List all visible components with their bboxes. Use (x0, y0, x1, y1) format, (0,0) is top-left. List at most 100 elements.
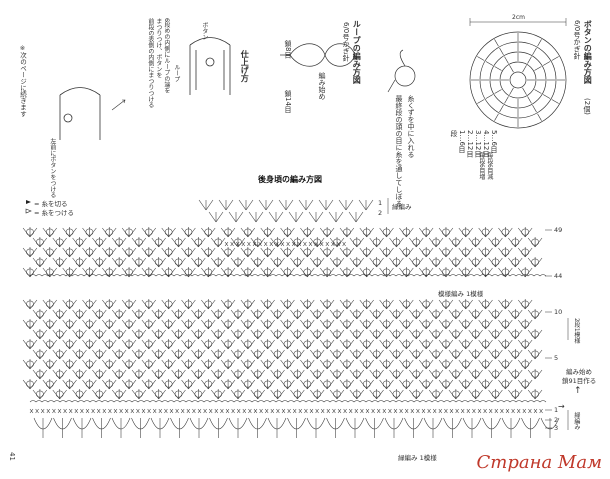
shell-stitch (339, 339, 355, 350)
shell-stitch (280, 339, 295, 350)
shell-stitch (359, 299, 374, 310)
button-stitch (494, 66, 502, 71)
bottom-edge-label: 緑編み 1模様 (398, 454, 437, 462)
button-stitch (532, 47, 537, 56)
shell-stitch (508, 349, 523, 360)
shell-stitch (62, 359, 77, 370)
button-stitch (534, 89, 542, 94)
top-edge-label: 緑編み (392, 203, 412, 211)
shell-stitch (171, 329, 186, 340)
shell-stitch (92, 389, 107, 400)
shell-stitch (191, 369, 206, 380)
shell-stitch (121, 227, 137, 238)
button-stitch (542, 94, 551, 99)
shell-stitch (240, 299, 256, 310)
shell-stitch (42, 379, 57, 390)
shell-stitch (428, 369, 444, 380)
shell-stitch (151, 237, 166, 248)
shell-stitch (508, 257, 523, 268)
shell-stitch (280, 319, 295, 330)
shell-stitch (468, 369, 483, 380)
shell-stitch (319, 319, 335, 330)
shell-stitch (399, 339, 414, 350)
shell-stitch (270, 349, 285, 360)
shell-stitch (399, 359, 414, 370)
button-round-4: 4…12目 (482, 130, 491, 158)
shell-stitch (369, 389, 384, 400)
next-page-note: ※次のページに続きます (18, 44, 27, 117)
shell-stitch (329, 369, 345, 380)
shell-stitch (161, 319, 176, 330)
loop-chart-title: ループの編み方図 (352, 20, 362, 84)
button-ring-1 (509, 71, 527, 89)
shell-stitch (349, 349, 364, 360)
shell-stitch (428, 389, 444, 400)
shell-stitch (458, 267, 473, 278)
button-stitch (504, 56, 509, 64)
loop-row-start: 鎖8目 (284, 40, 293, 59)
shell-stitch (250, 257, 265, 268)
shell-stitch (458, 359, 473, 370)
shell-stitch (438, 379, 454, 390)
shell-stitch (399, 227, 414, 238)
shell-stitch (527, 329, 543, 340)
shell-stitch (230, 389, 246, 400)
shell-stitch (141, 379, 156, 390)
shell-stitch (438, 227, 454, 238)
shell-stitch (102, 247, 117, 258)
shell-stitch (161, 379, 176, 390)
shell-stitch (319, 299, 335, 310)
shell-stitch (310, 389, 325, 400)
button-stitch (494, 89, 502, 94)
shell-stitch (220, 247, 236, 258)
shell-stitch (141, 359, 156, 370)
button-stitch (537, 113, 542, 121)
shell-stitch (399, 379, 414, 390)
shell-stitch (220, 319, 236, 330)
site-watermark: Страна Мам (476, 452, 603, 473)
back-body-chart (22, 199, 560, 438)
shell-stitch (448, 349, 464, 360)
shell-stitch (102, 359, 117, 370)
shell-stitch (448, 257, 464, 268)
top-edge-row-2: 2 (378, 209, 383, 217)
shell-stitch (201, 247, 216, 258)
button-stitch (522, 87, 527, 95)
shell-stitch (181, 267, 196, 278)
shell-stitch (319, 267, 335, 278)
shell-stitch (339, 379, 355, 390)
shell-stitch (22, 359, 38, 370)
shell-stitch (191, 329, 206, 340)
shell-stitch (151, 369, 166, 380)
shell-stitch (290, 329, 305, 340)
button-round-5: 5…6目 (490, 130, 499, 153)
shell-stitch (211, 237, 226, 248)
shell-stitch (488, 389, 503, 400)
shell-stitch (329, 237, 345, 248)
shell-stitch (369, 369, 384, 380)
shell-stitch (458, 319, 473, 330)
button-stitch (494, 39, 499, 47)
button-stitch (522, 65, 527, 73)
button-chart-count: (2個) (583, 98, 592, 115)
button-stitch (534, 66, 542, 71)
shell-stitch (22, 267, 38, 278)
shell-stitch (389, 329, 404, 340)
shell-stitch (181, 247, 196, 258)
shell-stitch (151, 329, 166, 340)
shell-stitch (379, 299, 394, 310)
shell-stitch (468, 237, 483, 248)
shell-stitch (319, 359, 335, 370)
shell-stitch (211, 389, 226, 400)
shell-stitch (409, 309, 424, 320)
row-label-5: 5 (554, 354, 559, 362)
shell-stitch (260, 359, 275, 370)
shell-stitch (42, 299, 57, 310)
shell-stitch (102, 379, 117, 390)
shell-stitch (211, 349, 226, 360)
shell-stitch (498, 339, 513, 350)
shell-stitch (161, 227, 176, 238)
button-ring-4 (479, 41, 557, 119)
shell-stitch (448, 389, 464, 400)
shell-stitch (349, 237, 364, 248)
